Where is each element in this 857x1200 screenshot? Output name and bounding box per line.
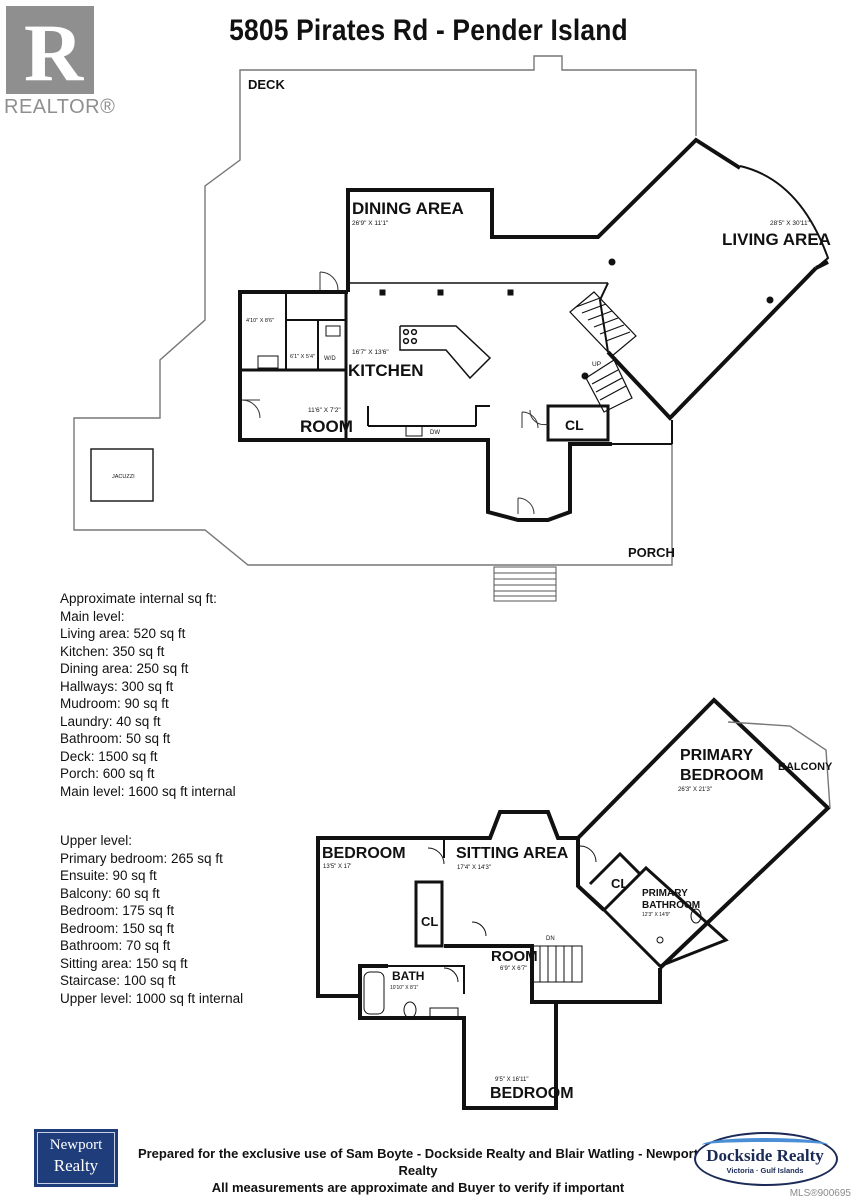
upper-room-label: ROOM	[491, 948, 538, 965]
upper-note-line: Staircase: 100 sq ft	[60, 973, 176, 988]
main-note-line: Mudroom: 90 sq ft	[60, 696, 169, 711]
main-level-plan	[73, 55, 697, 602]
deck-outline	[73, 55, 697, 566]
living-area-label: LIVING AREA	[722, 230, 831, 249]
bedroom-2-dim: 9'5" X 16'11"	[495, 1077, 528, 1083]
main-note-line: Hallways: 300 sq ft	[60, 678, 174, 694]
upper-note-line: Bathroom: 70 sq ft	[60, 938, 171, 953]
wd-label: W/D	[324, 356, 336, 362]
realtor-wordmark: REALTOR®	[4, 96, 116, 118]
upper-note-line: Bedroom: 175 sq ft	[60, 903, 175, 918]
kitchen-island	[399, 325, 492, 380]
main-level-notes: Approximate internal sq ft: Main level: Li…	[60, 590, 236, 800]
bath-label: BATH	[392, 969, 424, 983]
main-note-line: Laundry: 40 sq ft	[60, 713, 161, 729]
main-note-line: Approximate internal sq ft:	[60, 591, 217, 606]
main-doors	[241, 271, 549, 515]
realtor-logo: R REALTOR®	[4, 6, 115, 118]
bath-dim: 6'1" X 5'4"	[290, 354, 315, 360]
sitting-area-label: SITTING AREA	[456, 845, 569, 862]
porch-label: PORCH	[628, 545, 675, 560]
balcony	[727, 721, 831, 809]
main-note-line: Dining area: 250 sq ft	[60, 661, 189, 676]
primary-bedroom-dim: 26'3" X 21'3"	[678, 787, 712, 793]
primary-bathroom-label-2: BATHROOM	[642, 900, 700, 911]
bath-dim: 10'10" X 8'1"	[390, 985, 418, 991]
kitchen-dim: 16'7" X 13'6"	[352, 349, 389, 356]
upper-stairs	[531, 945, 583, 983]
dn-label: DN	[546, 936, 555, 942]
upper-note-line: Sitting area: 150 sq ft	[60, 955, 188, 971]
footer-line-1: Prepared for the exclusive use of Sam Bo…	[137, 1146, 699, 1178]
bedroom-1-dim: 13'5" X 17'	[323, 864, 351, 870]
upper-note-line: Upper level: 1000 sq ft internal	[60, 990, 244, 1006]
closet-label: CL	[565, 417, 584, 433]
main-note-line: Bathroom: 50 sq ft	[60, 731, 171, 746]
jacuzzi-label: JACUZZI	[112, 474, 135, 480]
dining-area-label: DINING AREA	[352, 199, 464, 218]
footer-disclaimer: Prepared for the exclusive use of Sam Bo…	[128, 1145, 708, 1196]
main-note-line: Main level: 1600 sq ft internal	[60, 783, 236, 799]
mls-number: MLS®900695	[789, 1188, 851, 1199]
living-area-dim: 28'5" X 30'11"	[770, 220, 811, 227]
jacuzzi	[90, 448, 154, 502]
balcony-label: BALCONY	[778, 761, 833, 773]
kitchen-label: KITCHEN	[348, 361, 424, 380]
room-label: ROOM	[300, 417, 353, 436]
sitting-area-dim: 17'4" X 14'3"	[457, 865, 491, 871]
upper-note-line: Balcony: 60 sq ft	[60, 885, 160, 901]
porch-steps	[493, 566, 557, 602]
footer-line-2: All measurements are approximate and Buy…	[211, 1180, 625, 1195]
primary-bedroom-label-2: BEDROOM	[680, 767, 764, 784]
room-dim: 11'6" X 7'2"	[308, 407, 341, 414]
realtor-mark: R	[6, 6, 94, 94]
page-title: 5805 Pirates Rd - Pender Island	[229, 14, 628, 47]
upper-note-line: Ensuite: 90 sq ft	[60, 868, 157, 883]
dw-label: DW	[430, 430, 440, 436]
deck-label: DECK	[248, 77, 285, 92]
upper-note-line: Upper level:	[60, 833, 133, 848]
up-label: UP	[592, 361, 601, 368]
main-fixtures	[257, 258, 774, 437]
dining-area-dim: 26'9" X 11'1"	[352, 220, 389, 227]
main-note-line: Deck: 1500 sq ft	[60, 748, 158, 764]
closet-1-label: CL	[611, 876, 628, 891]
dockside-realty-logo: Dockside Realty Victoria · Gulf Islands	[694, 1132, 838, 1186]
primary-bathroom-dim: 12'3" X 14'9"	[642, 912, 670, 918]
main-note-line: Kitchen: 350 sq ft	[60, 643, 165, 659]
upper-note-line: Bedroom: 150 sq ft	[60, 920, 175, 936]
main-note-line: Living area: 520 sq ft	[60, 626, 186, 641]
main-level-walls	[238, 137, 830, 522]
closet-2-label: CL	[421, 914, 438, 929]
primary-bathroom-label-1: PRIMARY	[642, 888, 688, 899]
main-stairs	[569, 291, 637, 413]
main-note-line: Porch: 600 sq ft	[60, 766, 155, 781]
upper-fixtures	[363, 845, 702, 1019]
bedroom-1-label: BEDROOM	[322, 845, 406, 862]
upper-level-notes: Upper level: Primary bedroom: 265 sq ft En…	[60, 832, 243, 1007]
newport-realty-logo: Newport Realty	[34, 1129, 118, 1187]
upper-note-line: Primary bedroom: 265 sq ft	[60, 850, 223, 866]
upper-room-dim: 6'9" X 6'7"	[500, 966, 527, 972]
bedroom-2-label: BEDROOM	[490, 1085, 574, 1102]
main-note-line: Main level:	[60, 608, 125, 624]
primary-bedroom-label-1: PRIMARY	[680, 747, 754, 764]
laundry-dim: 4'10" X 8'6"	[246, 318, 274, 324]
upper-level-walls	[316, 697, 831, 1110]
